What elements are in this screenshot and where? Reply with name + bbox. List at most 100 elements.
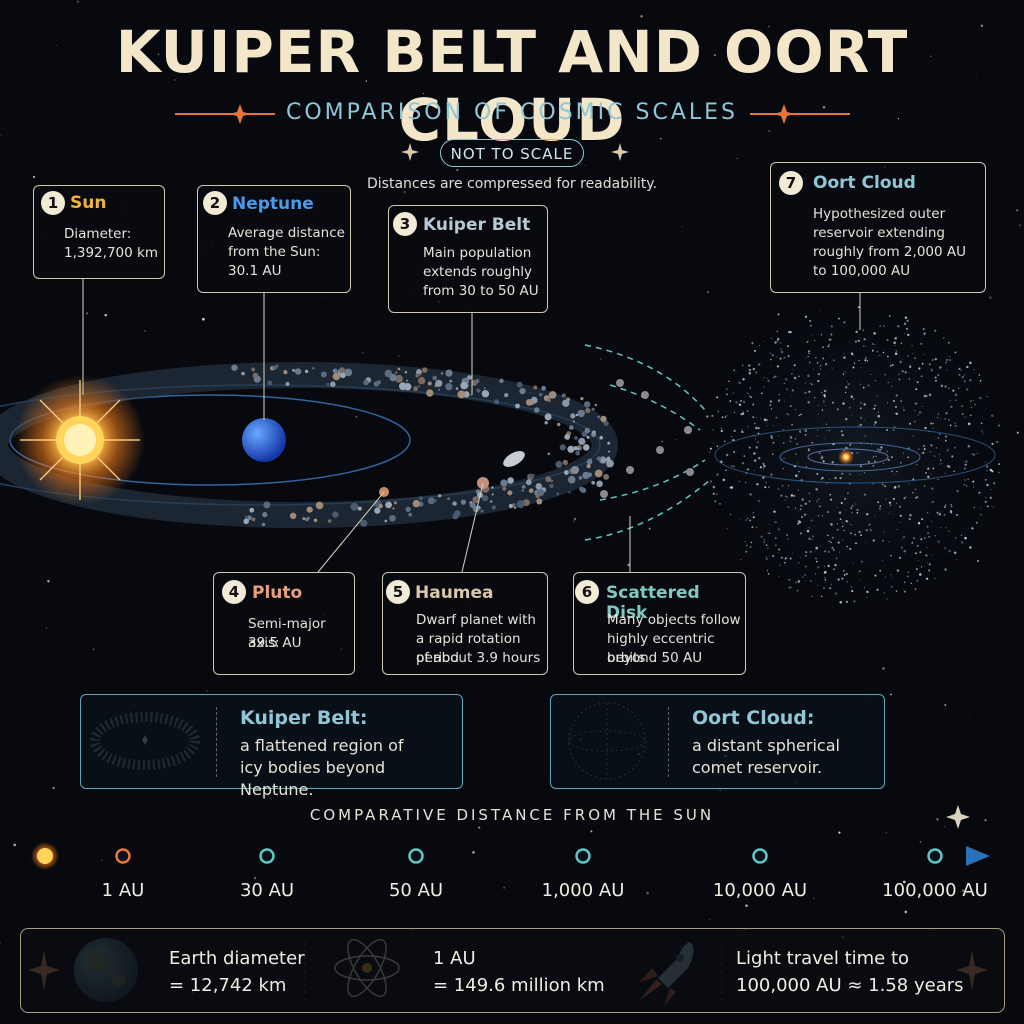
oort-object bbox=[875, 455, 877, 458]
oort-object bbox=[836, 528, 839, 531]
facts-bar: Earth diameter = 12,742 km 1 AU = 149.6 … bbox=[20, 928, 1005, 1013]
oort-object bbox=[818, 452, 821, 455]
oort-object bbox=[764, 486, 767, 489]
callout-line: Dwarf planet with bbox=[416, 612, 536, 628]
kuiper-object bbox=[434, 384, 438, 388]
kuiper-object bbox=[578, 437, 586, 445]
oort-object bbox=[868, 523, 871, 526]
oort-object bbox=[745, 519, 747, 521]
oort-object bbox=[774, 537, 777, 540]
oort-object bbox=[788, 586, 791, 589]
oort-object bbox=[797, 489, 799, 491]
oort-object bbox=[741, 462, 745, 465]
oort-object bbox=[795, 453, 797, 455]
oort-object bbox=[823, 389, 827, 393]
oort-object bbox=[709, 480, 712, 483]
oort-object bbox=[822, 460, 825, 463]
oort-object bbox=[780, 556, 784, 559]
kuiper-object bbox=[392, 507, 395, 510]
oort-object bbox=[781, 484, 784, 487]
oort-object bbox=[916, 496, 919, 499]
oort-object bbox=[755, 438, 757, 440]
distance-axis-title: COMPARATIVE DISTANCE FROM THE SUN bbox=[309, 806, 715, 824]
oort-object bbox=[909, 514, 912, 517]
oort-object bbox=[935, 379, 937, 382]
oort-object bbox=[786, 534, 788, 536]
oort-object bbox=[964, 536, 967, 540]
star bbox=[52, 786, 55, 789]
oort-object bbox=[766, 377, 768, 379]
oort-object bbox=[879, 354, 881, 357]
oort-object bbox=[848, 473, 852, 476]
legend-line: comet reservoir. bbox=[692, 758, 823, 777]
oort-object bbox=[908, 518, 911, 521]
oort-object bbox=[812, 334, 814, 336]
kuiper-object-icon bbox=[503, 451, 525, 467]
star bbox=[961, 889, 965, 892]
kuiper-object bbox=[427, 381, 432, 386]
oort-object bbox=[915, 402, 918, 405]
oort-object bbox=[899, 521, 900, 523]
oort-object bbox=[944, 385, 947, 388]
oort-object bbox=[841, 521, 843, 523]
oort-object bbox=[919, 551, 922, 554]
oort-object bbox=[829, 587, 832, 590]
oort-object bbox=[897, 485, 901, 488]
oort-object bbox=[874, 515, 876, 517]
oort-object bbox=[960, 534, 963, 537]
star bbox=[76, 0, 79, 3]
oort-object bbox=[759, 417, 762, 419]
oort-object bbox=[989, 496, 992, 499]
kuiper-object bbox=[559, 444, 566, 451]
star bbox=[104, 313, 107, 317]
oort-object bbox=[862, 386, 865, 389]
oort-object bbox=[882, 351, 885, 354]
oort-object bbox=[871, 444, 873, 446]
kuiper-object bbox=[252, 372, 259, 379]
oort-object bbox=[779, 342, 782, 344]
oort-object bbox=[894, 405, 898, 408]
oort-object bbox=[850, 352, 854, 355]
oort-object bbox=[896, 528, 898, 531]
oort-object bbox=[922, 328, 925, 331]
oort-object bbox=[765, 481, 767, 484]
oort-object bbox=[907, 447, 910, 450]
oort-object bbox=[830, 523, 833, 526]
oort-object bbox=[901, 538, 903, 540]
oort-object bbox=[874, 574, 877, 577]
kuiper-object bbox=[591, 430, 597, 435]
oort-object bbox=[893, 341, 896, 344]
oort-object bbox=[864, 359, 867, 362]
kuiper-object bbox=[586, 464, 591, 469]
kuiper-object bbox=[395, 371, 398, 374]
oort-object bbox=[805, 551, 808, 554]
oort-object bbox=[742, 364, 744, 366]
oort-object bbox=[810, 519, 813, 522]
star bbox=[969, 716, 971, 718]
oort-object bbox=[862, 345, 865, 347]
oort-object bbox=[918, 524, 920, 526]
callout-number: 2 bbox=[203, 191, 227, 215]
oort-object bbox=[795, 409, 797, 411]
oort-object bbox=[906, 575, 909, 578]
star bbox=[13, 843, 16, 847]
kuiper-object bbox=[594, 403, 597, 407]
kuiper-object bbox=[397, 367, 401, 371]
oort-object bbox=[996, 441, 999, 443]
oort-object bbox=[958, 373, 961, 376]
kuiper-object bbox=[550, 479, 554, 483]
oort-object bbox=[839, 518, 842, 521]
oort-object bbox=[919, 573, 922, 576]
oort-object bbox=[900, 400, 902, 402]
oort-object bbox=[775, 416, 778, 419]
oort-object bbox=[933, 455, 936, 457]
oort-object bbox=[733, 451, 736, 453]
oort-object bbox=[914, 410, 916, 411]
kuiper-object bbox=[305, 517, 309, 522]
oort-object bbox=[903, 589, 905, 591]
oort-object bbox=[879, 569, 881, 572]
callout-line: 30.1 AU bbox=[228, 263, 282, 279]
oort-object bbox=[853, 362, 856, 364]
star bbox=[889, 44, 892, 47]
title-sparkles bbox=[229, 104, 795, 161]
